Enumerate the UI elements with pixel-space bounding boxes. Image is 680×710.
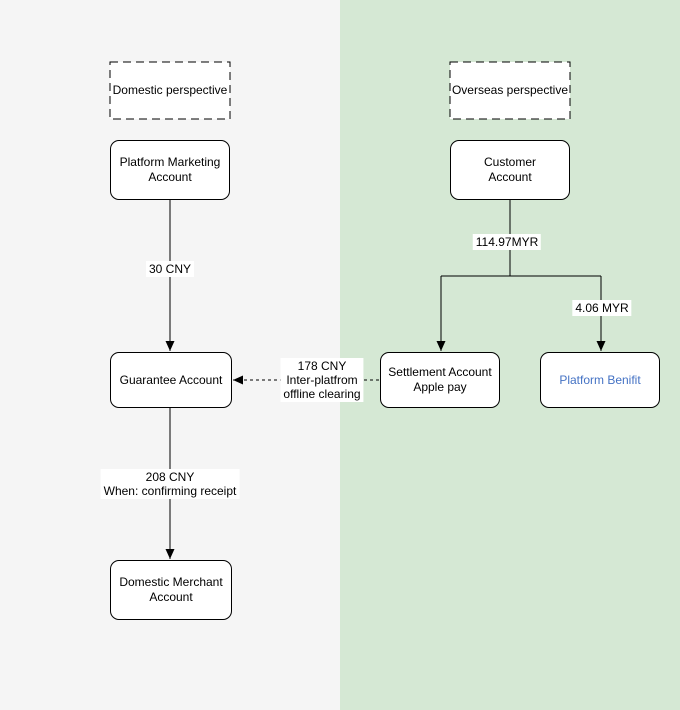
overseas-perspective-label: Overseas perspective [450, 62, 570, 119]
edge-label-30-cny[interactable]: 30 CNY [145, 261, 195, 277]
edge-label-text: 30 CNY [148, 262, 192, 276]
edge-label-4-06-myr[interactable]: 4.06 MYR [572, 300, 632, 316]
node-label-line: Domestic Merchant [119, 575, 223, 589]
edge-label-text: Inter-platfrom [286, 373, 358, 387]
edge-label-text: offline clearing [283, 387, 361, 401]
node-label-line: Customer [483, 155, 536, 169]
node-label-line: Account [149, 590, 193, 604]
node-label-line: Apple pay [413, 380, 467, 394]
overseas-perspective-text: Overseas perspective [451, 83, 569, 97]
node-label-line: Account [148, 170, 192, 184]
edge-label-text: 208 CNY [145, 470, 195, 484]
node-platform-marketing-account[interactable]: Platform Marketing Account [110, 140, 230, 200]
overseas-perspective-box[interactable] [449, 61, 571, 120]
node-settlement-account[interactable]: Settlement Account Apple pay [380, 352, 500, 408]
node-platform-benifit[interactable]: Platform Benifit [540, 352, 660, 408]
domestic-perspective-box[interactable] [109, 61, 231, 120]
edge-label-inter-platform-clearing[interactable]: 178 CNY Inter-platfrom offline clearing [280, 358, 364, 402]
node-label-line: Platform Marketing [119, 155, 221, 169]
edge-label-text: 4.06 MYR [575, 301, 629, 315]
domestic-perspective-label: Domestic perspective [110, 62, 230, 119]
node-label-line: Settlement Account [388, 365, 492, 379]
edge-label-text: When: confirming receipt [103, 484, 237, 498]
node-domestic-merchant-account[interactable]: Domestic Merchant Account [110, 560, 232, 620]
edge-label-text: 178 CNY [297, 359, 347, 373]
node-customer-account[interactable]: Customer Account [450, 140, 570, 200]
domestic-perspective-text: Domestic perspective [112, 83, 228, 97]
edge-label-text: 114.97MYR [475, 235, 539, 249]
node-label-line: Guarantee Account [119, 372, 223, 387]
edge-label-114-97-myr[interactable]: 114.97MYR [472, 234, 542, 250]
edge-customer-split[interactable] [436, 200, 606, 351]
node-label-line: Platform Benifit [559, 372, 641, 387]
node-label-line: Account [488, 170, 532, 184]
edge-label-208-cny[interactable]: 208 CNY When: confirming receipt [100, 469, 240, 499]
node-guarantee-account[interactable]: Guarantee Account [110, 352, 232, 408]
